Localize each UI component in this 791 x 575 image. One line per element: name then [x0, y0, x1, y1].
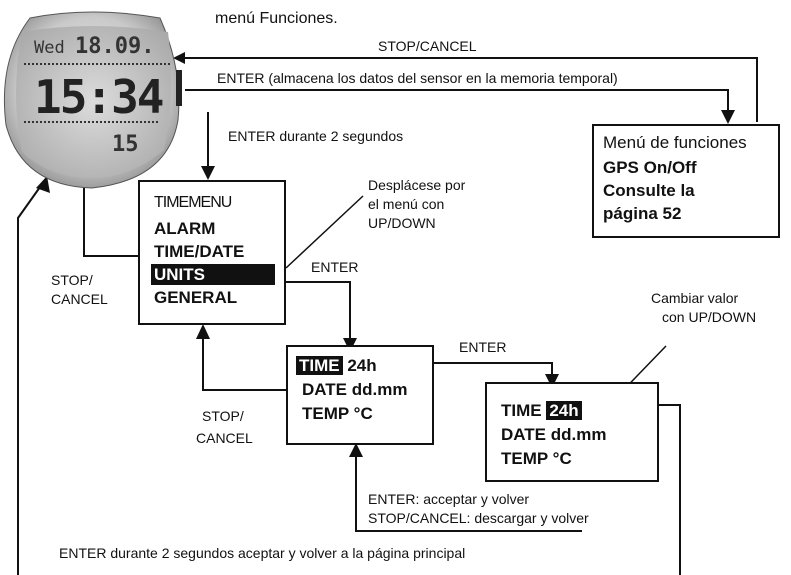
- watch-day: Wed: [34, 38, 65, 58]
- label-enter-accept: ENTER: acceptar y volver: [368, 491, 530, 507]
- label-stop-discard: STOP/CANCEL: descargar y volver: [368, 510, 589, 526]
- functions-menu-box: Menú de funciones GPS On/Off Consulte la…: [592, 124, 780, 238]
- arrow-stop-cancel-left: [83, 178, 138, 257]
- time-menu-box: TIMEMENU ALARM TIME/DATE UNITS GENERAL: [138, 180, 286, 325]
- annotation-scroll-1: Desplácese por: [368, 177, 466, 193]
- functions-menu-title: Menú de funciones: [603, 133, 747, 152]
- units-box-1: TIME 24h DATE dd.mm TEMP °C: [286, 345, 434, 445]
- annotation-change-1: Cambiar valor: [651, 290, 739, 306]
- label-enter-units: ENTER: [311, 259, 359, 275]
- intro-text: menú Funciones.: [215, 10, 338, 27]
- units1-time-key: TIME: [296, 356, 343, 375]
- units2-date: DATE dd.mm: [501, 425, 607, 444]
- arrow-return-main-left: [17, 179, 46, 575]
- functions-menu-consult: Consulte la: [603, 181, 695, 200]
- annotation-line-scroll: [285, 195, 364, 269]
- label-stop-mid-2: CANCEL: [196, 430, 253, 446]
- time-menu-title: TIMEMENU: [154, 194, 232, 211]
- label-stop-left-1: STOP/: [51, 272, 93, 288]
- units-box-2: TIME 24h DATE dd.mm TEMP °C: [485, 382, 659, 482]
- time-menu-item-alarm: ALARM: [154, 219, 216, 238]
- arrow-accept-return: [355, 455, 582, 532]
- arrow-enter-units: [286, 281, 351, 340]
- label-stop-mid-1: STOP/: [202, 408, 244, 424]
- time-menu-item-time-date: TIME/DATE: [154, 242, 245, 261]
- annotation-scroll-3: UP/DOWN: [368, 215, 436, 231]
- watch-display: Wed 18.09. 15:34 15: [0, 10, 183, 192]
- arrow-enter-time: [424, 362, 553, 376]
- arrow-stop-cancel-mid: [202, 337, 286, 391]
- units2-temp: TEMP °C: [501, 449, 572, 468]
- label-bottom-note: ENTER durante 2 segundos aceptar y volve…: [59, 545, 466, 561]
- arrow-stop-cancel-top: [185, 57, 758, 122]
- watch-bottom-value: 15: [112, 132, 139, 157]
- label-stop-left-2: CANCEL: [51, 291, 108, 307]
- watch-date: 18.09.: [74, 34, 155, 59]
- arrow-enter-store: [185, 89, 729, 112]
- label-stop-cancel-top: STOP/CANCEL: [378, 38, 477, 54]
- functions-menu-gps: GPS On/Off: [603, 158, 697, 177]
- annotation-scroll-2: el menú con: [368, 196, 445, 212]
- label-enter-store: ENTER (almacena los datos del sensor en …: [217, 70, 618, 86]
- label-enter-2s: ENTER durante 2 segundos: [228, 128, 404, 144]
- functions-menu-page: página 52: [603, 204, 682, 223]
- units2-time-key: TIME: [501, 401, 542, 420]
- annotation-change-2: con UP/DOWN: [662, 309, 757, 325]
- units1-temp: TEMP °C: [302, 404, 373, 423]
- units1-time-value: 24h: [347, 356, 377, 375]
- label-enter-time: ENTER: [459, 339, 507, 355]
- watch-time: 15:34: [34, 70, 164, 124]
- units2-time-value: 24h: [546, 401, 582, 420]
- time-menu-item-general: GENERAL: [154, 288, 238, 307]
- units1-date: DATE dd.mm: [302, 380, 408, 399]
- time-menu-item-units: UNITS: [151, 264, 275, 285]
